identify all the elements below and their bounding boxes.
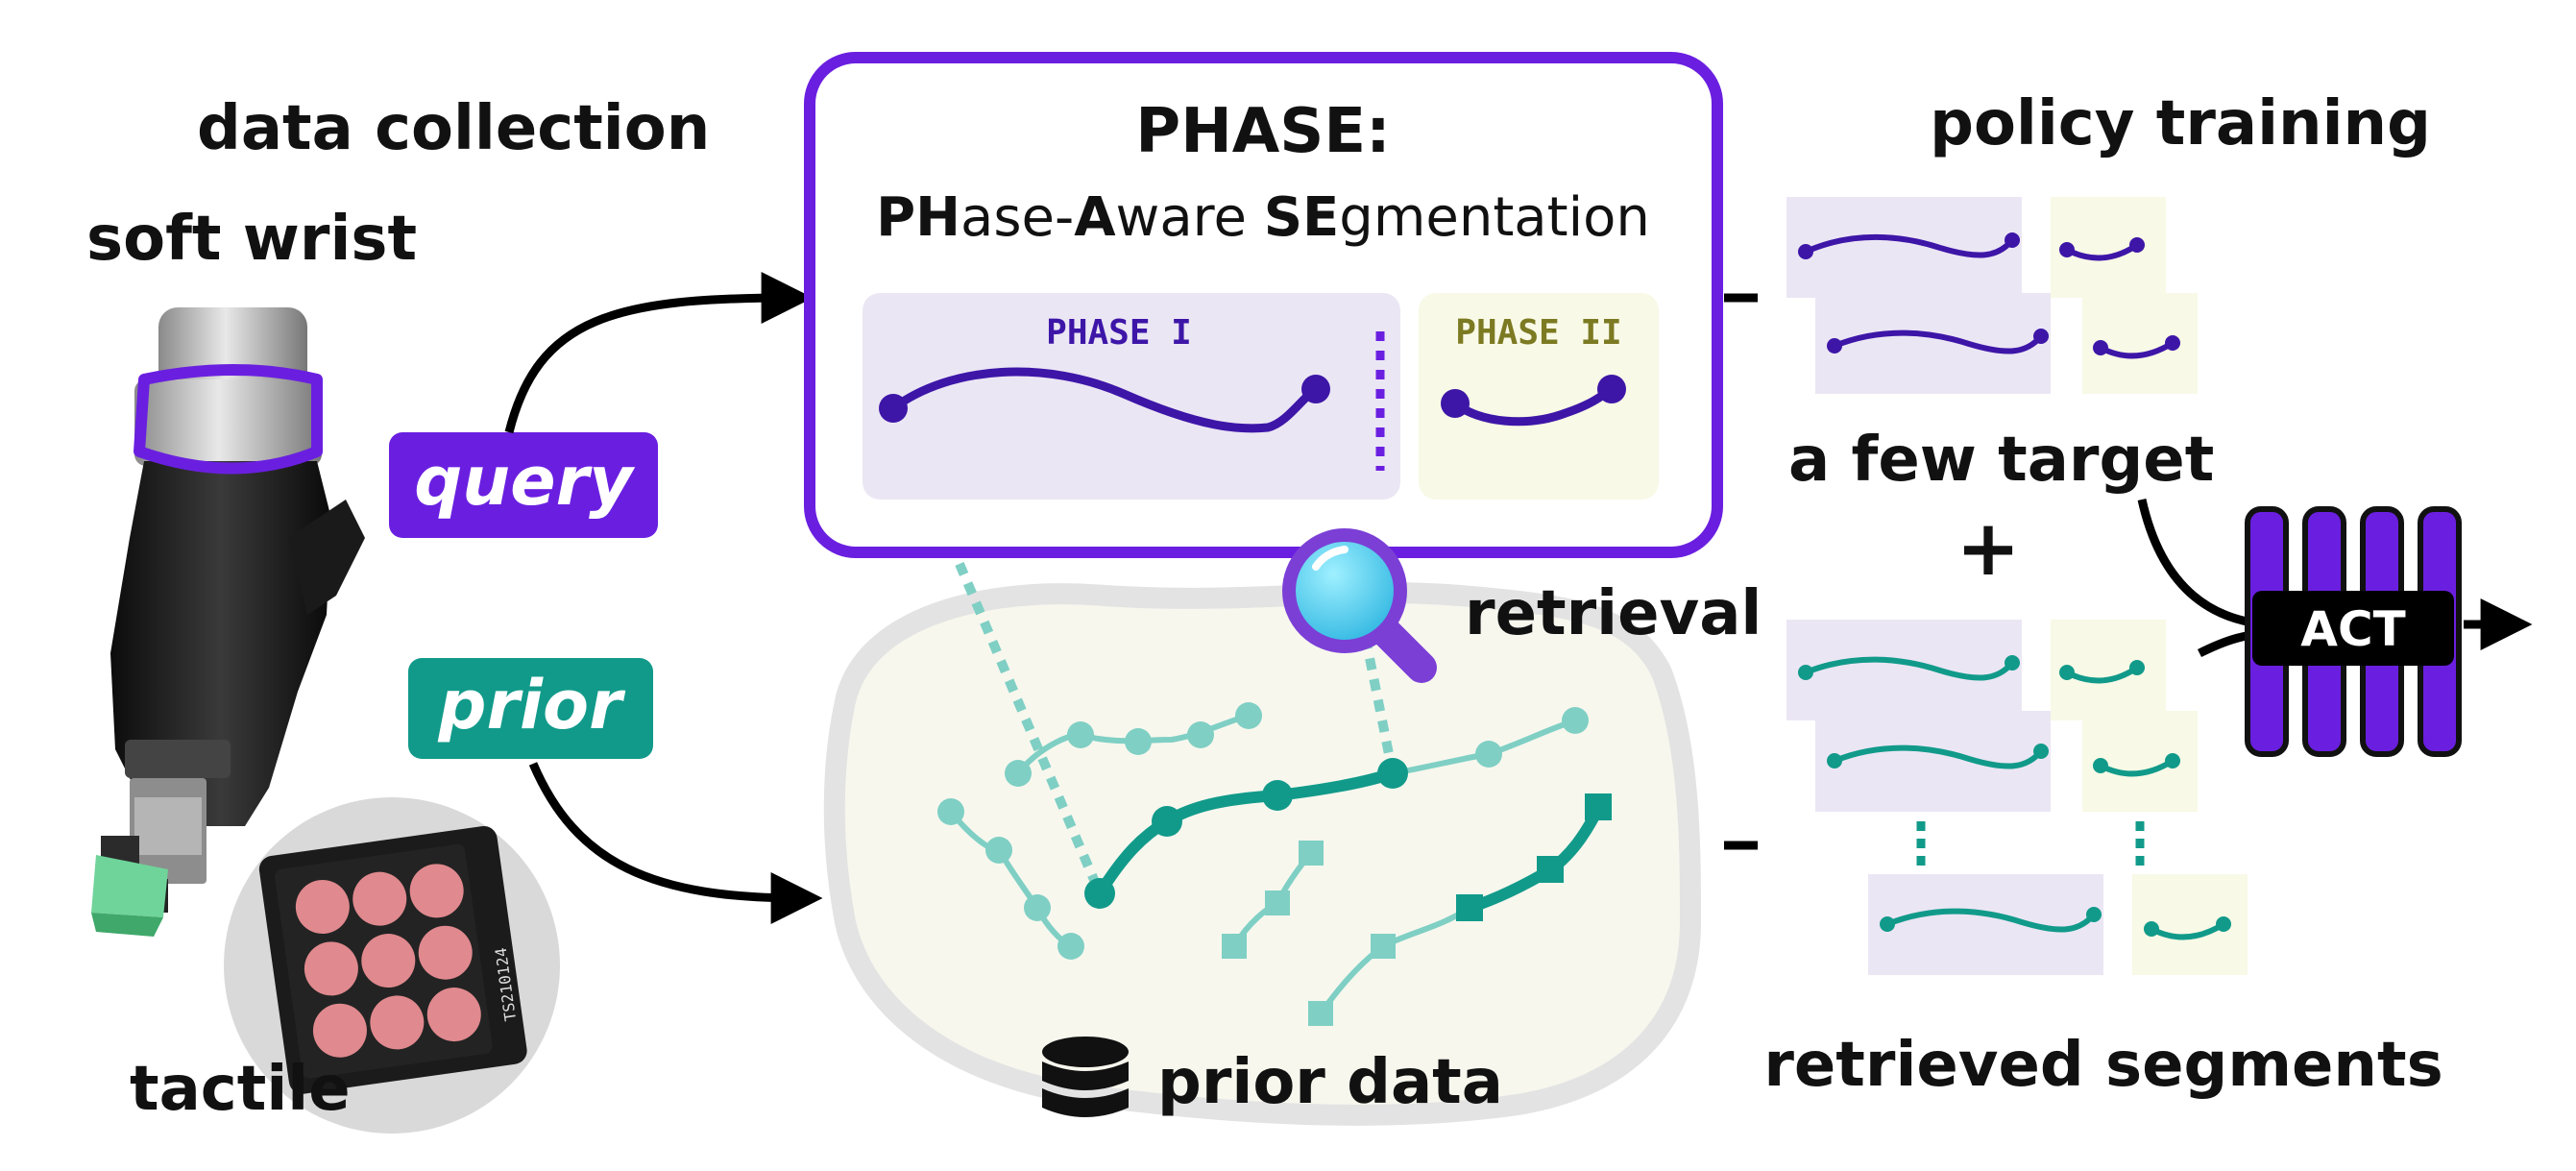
query-tag bbox=[389, 432, 658, 538]
phase-ii-label: PHASE II bbox=[1455, 313, 1621, 353]
prior-tag bbox=[408, 658, 653, 759]
act-policy-block: ACT bbox=[2245, 506, 2462, 757]
phase-i-start-point bbox=[879, 394, 908, 423]
act-label: ACT bbox=[2300, 601, 2406, 657]
soft-wrist-label: soft wrist bbox=[86, 204, 417, 275]
phase-i-segment bbox=[890, 367, 1319, 433]
phase-i-end-point bbox=[1301, 375, 1330, 403]
query-arrow bbox=[504, 272, 814, 434]
retrieved-segments-label: retrieved segments bbox=[1763, 1030, 2442, 1101]
prior-arrow bbox=[528, 762, 823, 924]
phase-ii-start-point bbox=[1441, 389, 1470, 418]
target-segments bbox=[1786, 197, 2198, 394]
data-collection-label: data collection bbox=[197, 93, 710, 164]
few-target-label: a few target bbox=[1788, 425, 2214, 496]
retrieved-segment-cards bbox=[1786, 620, 2248, 975]
retrieval-label: retrieval bbox=[1465, 578, 1762, 649]
phase-ii-panel bbox=[1419, 293, 1659, 500]
tactile-sensor-image: TS210124 bbox=[258, 825, 527, 1094]
prior-trajectory-points bbox=[937, 702, 1589, 1026]
database-icon bbox=[1042, 1037, 1129, 1117]
phase-title: PHASE: bbox=[1135, 96, 1390, 167]
plus-sign: + bbox=[1956, 503, 2020, 593]
prior-data-label: prior data bbox=[1157, 1047, 1503, 1118]
phase-subtitle: PHase-Aware SEgmentation bbox=[876, 186, 1650, 249]
prior-data-region bbox=[823, 582, 1702, 1126]
tactile-label: tactile bbox=[130, 1054, 351, 1125]
prior-label: prior bbox=[437, 666, 626, 744]
robot-wrist-image bbox=[91, 307, 365, 937]
phase-i-label: PHASE I bbox=[1046, 313, 1192, 353]
magnifier-icon bbox=[1282, 528, 1437, 683]
policy-training-label: policy training bbox=[1930, 88, 2431, 159]
query-label: query bbox=[414, 442, 636, 521]
retrieved-trajectory-points bbox=[1084, 758, 1612, 921]
phase-ii-end-point bbox=[1597, 375, 1626, 403]
